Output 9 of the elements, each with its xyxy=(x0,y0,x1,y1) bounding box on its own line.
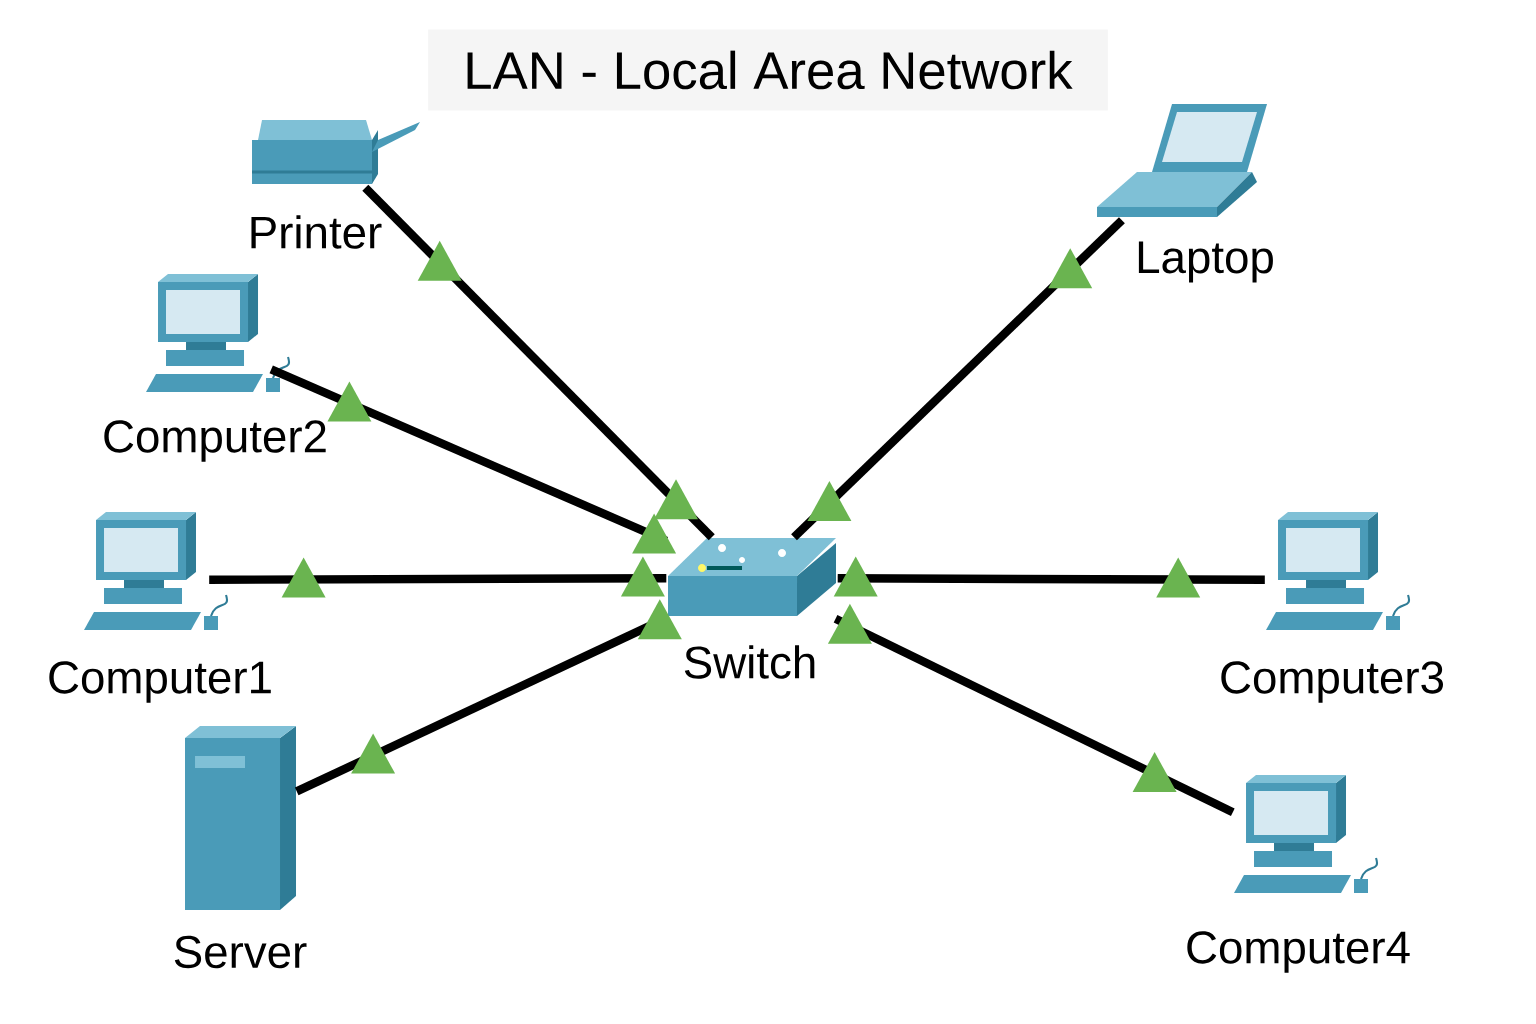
device-label: Switch xyxy=(684,645,815,679)
device-label: Computer3 xyxy=(1221,661,1443,703)
device-label: Printer xyxy=(251,215,382,249)
device-label: Computer4 xyxy=(1187,931,1410,973)
title: LAN - Local Area Network xyxy=(428,29,1108,111)
device-label: Laptop xyxy=(1138,241,1273,283)
device-label: Server xyxy=(174,935,307,969)
device-label: Computer1 xyxy=(49,661,271,703)
device-label: Computer2 xyxy=(104,420,326,462)
